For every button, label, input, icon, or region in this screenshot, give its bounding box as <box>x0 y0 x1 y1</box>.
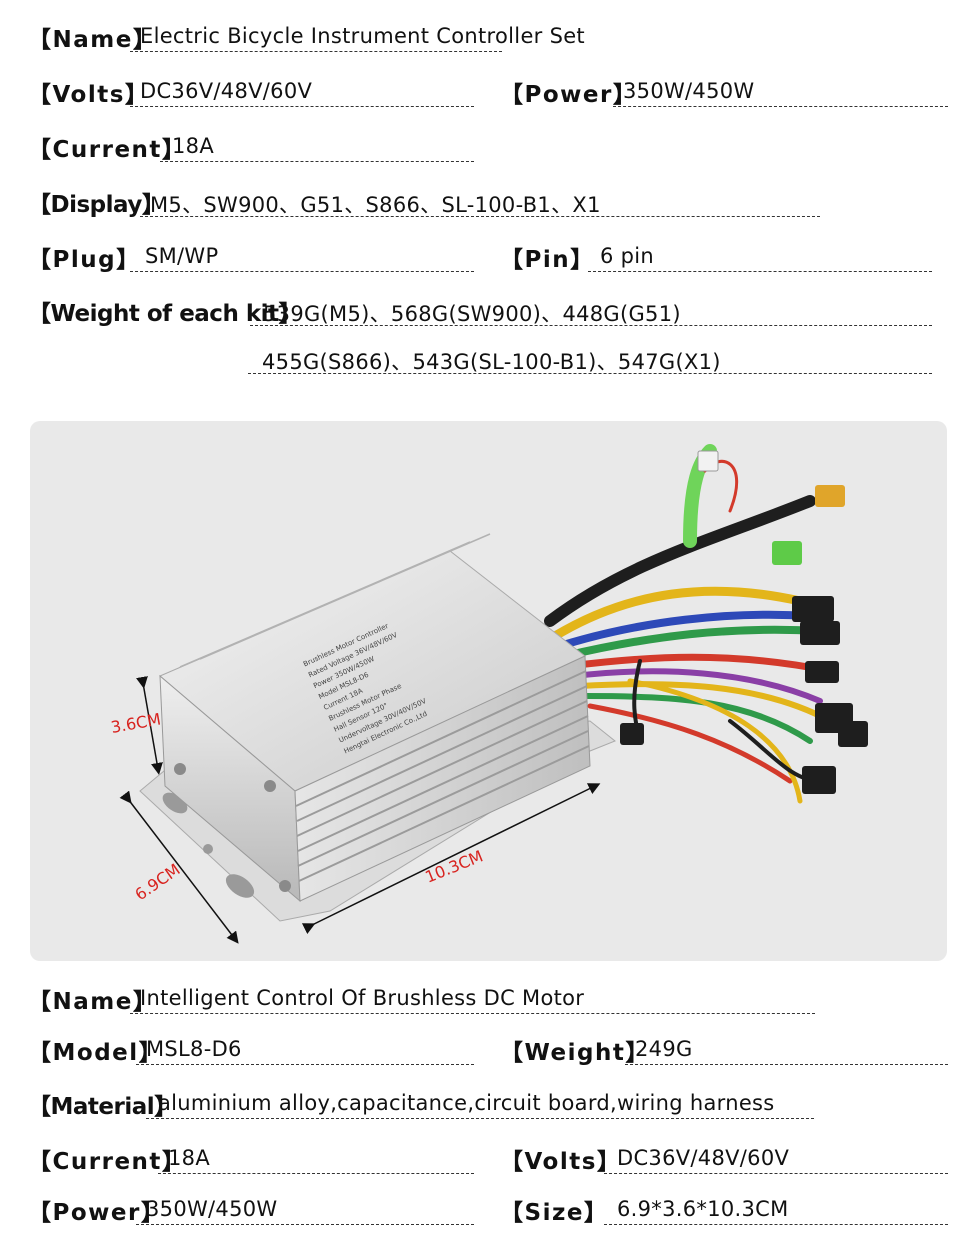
ctrl-volts-underline <box>604 1173 948 1174</box>
spec-row-name: 【Name】 Electric Bicycle Instrument Contr… <box>28 20 628 54</box>
connectors <box>620 450 868 794</box>
weight-underline-1 <box>250 325 932 326</box>
plug-underline <box>130 271 474 272</box>
ctrl-current-label: 【Current】 <box>28 1149 187 1175</box>
width-arrow <box>119 790 239 944</box>
ctrl-size-label: 【Size】 <box>500 1200 609 1226</box>
controller-illustration: Brushless Motor Controller Rated Voltage… <box>109 444 868 944</box>
plug-value: SM/WP <box>145 244 219 268</box>
pin-value: 6 pin <box>600 244 655 268</box>
spec-row-weight-2: 455G(S866)、543G(SL-100-B1)、547G(X1) <box>248 342 938 376</box>
ctrl-model-value: MSL8-D6 <box>146 1037 242 1061</box>
weight-label: 【Weight of each kit】 <box>28 301 302 327</box>
dim-length: 10.3CM <box>422 846 485 886</box>
current-label: 【Current】 <box>28 137 187 163</box>
ctrl-volts-label: 【Volts】 <box>500 1149 622 1175</box>
ctrl-weight-underline <box>625 1064 948 1065</box>
pin-underline <box>588 271 932 272</box>
display-label: 【Display】 <box>28 192 165 218</box>
ctrl-row-material: 【Material】 aluminium alloy,capacitance,c… <box>28 1087 828 1121</box>
product-photo: Brushless Motor Controller Rated Voltage… <box>30 421 947 961</box>
volts-value: DC36V/48V/60V <box>140 79 313 103</box>
pin-label: 【Pin】 <box>500 247 595 273</box>
ctrl-current-underline <box>158 1173 474 1174</box>
ctrl-material-value: aluminium alloy,capacitance,circuit boar… <box>158 1091 775 1115</box>
volts-underline <box>130 106 474 107</box>
weight-underline-2 <box>248 373 932 374</box>
ctrl-row-current: 【Current】 18A <box>28 1142 478 1176</box>
ctrl-row-model: 【Model】 MSL8-D6 <box>28 1033 478 1067</box>
current-value: 18A <box>172 134 214 158</box>
name-value: Electric Bicycle Instrument Controller S… <box>140 24 585 48</box>
spec-row-current: 【Current】 18A <box>28 130 478 164</box>
ctrl-name-value: Intelligent Control Of Brushless DC Moto… <box>140 986 585 1010</box>
spec-row-volts: 【Volts】 DC36V/48V/60V <box>28 75 478 109</box>
power-value: 350W/450W <box>623 79 755 103</box>
power-label: 【Power】 <box>500 82 638 108</box>
height-arrow <box>136 676 163 775</box>
weight-value-line1: 539G(M5)、568G(SW900)、448G(G51) <box>263 302 681 326</box>
power-underline <box>613 106 948 107</box>
spec-row-pin: 【Pin】 6 pin <box>500 240 940 274</box>
ctrl-row-size: 【Size】 6.9*3.6*10.3CM <box>500 1193 950 1227</box>
ctrl-weight-label: 【Weight】 <box>500 1040 650 1066</box>
plug-label: 【Plug】 <box>28 247 141 273</box>
dim-height: 3.6CM <box>109 709 162 736</box>
dim-width: 6.9CM <box>131 860 183 904</box>
current-underline <box>160 161 474 162</box>
ctrl-row-volts: 【Volts】 DC36V/48V/60V <box>500 1142 950 1176</box>
ctrl-power-underline <box>136 1224 474 1225</box>
ctrl-power-value: 350W/450W <box>146 1197 278 1221</box>
ctrl-size-underline <box>604 1224 948 1225</box>
display-value: M5、SW900、G51、S866、SL-100-B1、X1 <box>150 193 601 217</box>
spec-row-weight: 【Weight of each kit】 539G(M5)、568G(SW900… <box>28 294 938 328</box>
name-label: 【Name】 <box>28 27 158 53</box>
ctrl-model-label: 【Model】 <box>28 1040 164 1066</box>
ctrl-model-underline <box>136 1064 474 1065</box>
ctrl-weight-value: 249G <box>635 1037 693 1061</box>
ctrl-row-name: 【Name】 Intelligent Control Of Brushless … <box>28 982 828 1016</box>
ctrl-material-underline <box>146 1118 814 1119</box>
ctrl-material-label: 【Material】 <box>28 1094 177 1120</box>
ctrl-volts-value: DC36V/48V/60V <box>617 1146 790 1170</box>
length-arrow <box>301 783 601 935</box>
weight-value-line2: 455G(S866)、543G(SL-100-B1)、547G(X1) <box>262 350 721 374</box>
spec-row-plug: 【Plug】 SM/WP <box>28 240 478 274</box>
ctrl-name-underline <box>130 1013 815 1014</box>
ctrl-size-value: 6.9*3.6*10.3CM <box>617 1197 789 1221</box>
spec-row-display: 【Display】 M5、SW900、G51、S866、SL-100-B1、X1 <box>28 185 828 219</box>
volts-label: 【Volts】 <box>28 82 150 108</box>
display-underline <box>140 216 820 217</box>
ctrl-row-weight: 【Weight】 249G <box>500 1033 950 1067</box>
ctrl-current-value: 18A <box>168 1146 210 1170</box>
ctrl-row-power: 【Power】 350W/450W <box>28 1193 478 1227</box>
ctrl-name-label: 【Name】 <box>28 989 158 1015</box>
ctrl-power-label: 【Power】 <box>28 1200 166 1226</box>
spec-row-power: 【Power】 350W/450W <box>500 75 950 109</box>
name-underline <box>130 51 502 52</box>
